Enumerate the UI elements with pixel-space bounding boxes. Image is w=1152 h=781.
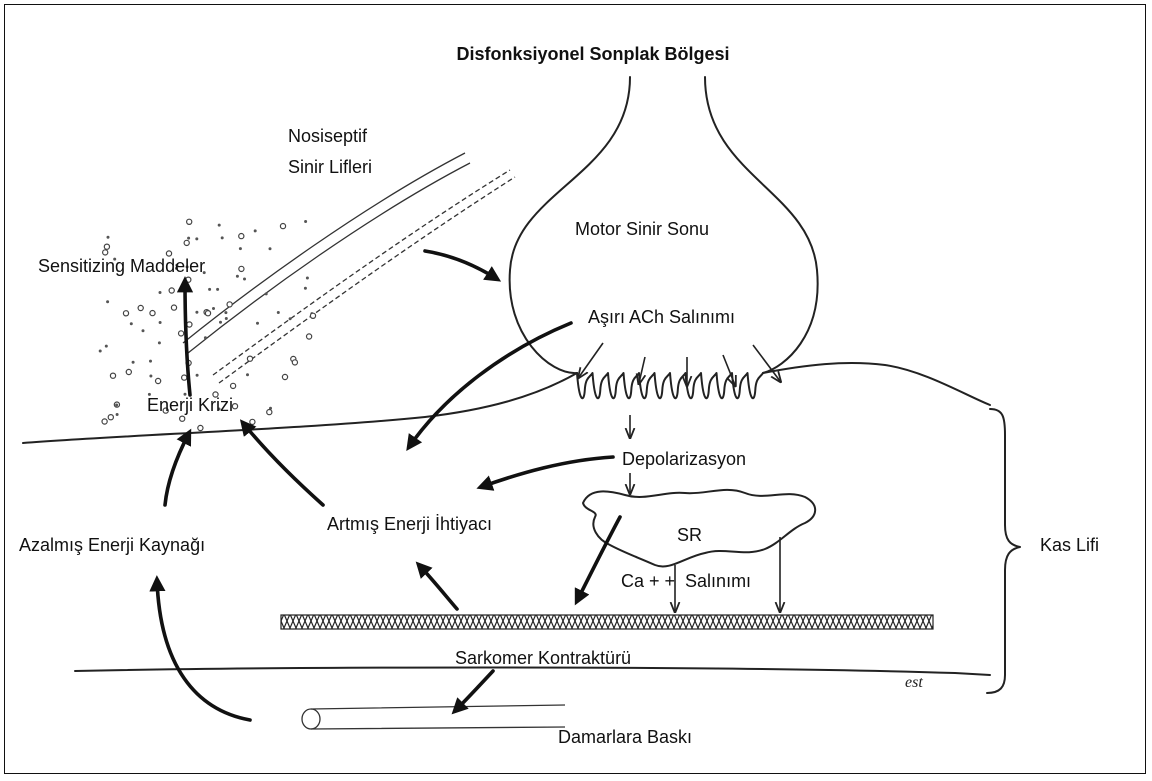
diagram-title: Disfonksiyonel Sonplak Bölgesi — [456, 44, 729, 64]
label-energy-crisis: Enerji Krizi — [147, 395, 233, 415]
sensitizing-dot — [171, 305, 176, 310]
sensitizing-dot — [307, 334, 312, 339]
label-nociceptive-line1: Nosiseptif — [288, 126, 368, 146]
sensitizing-dot — [179, 331, 184, 336]
sensitizing-dot — [224, 311, 227, 314]
label-ach-release: Aşırı ACh Salınımı — [588, 307, 735, 327]
sensitizing-dot — [180, 416, 185, 421]
label-ca-release: Ca + + Salınımı — [621, 571, 751, 591]
diagram-frame: Disfonksiyonel Sonplak Bölgesi — [4, 4, 1146, 774]
sensitizing-dot — [246, 373, 249, 376]
sensitizing-dot — [219, 321, 222, 324]
artist-signature: est — [905, 674, 923, 691]
sensitizing-dot — [132, 361, 135, 364]
label-nociceptive-line2: Sinir Lifleri — [288, 157, 372, 177]
sensitizing-dot — [227, 302, 232, 307]
sensitizing-dot — [115, 404, 118, 407]
sensitizing-dot — [182, 375, 187, 380]
sensitizing-dot — [106, 300, 109, 303]
sensitizing-dot — [265, 292, 268, 295]
sensitizing-dot — [102, 419, 107, 424]
sensitizing-dot — [292, 360, 297, 365]
sensitizing-dot — [269, 247, 272, 250]
sensitizing-dot — [205, 311, 210, 316]
label-motor-ending: Motor Sinir Sonu — [575, 219, 709, 239]
muscle-fiber-brace — [987, 409, 1020, 693]
sensitizing-dot — [138, 305, 143, 310]
sensitizing-dot — [198, 425, 203, 430]
sensitizing-dot — [149, 360, 152, 363]
sensitizing-dot — [196, 374, 199, 377]
sensitizing-dot — [123, 311, 128, 316]
sensitizing-dot — [159, 321, 162, 324]
label-sarcomere: Sarkomer Kontraktürü — [455, 648, 631, 668]
sensitizing-dot — [126, 369, 131, 374]
sensitizing-dot — [187, 219, 192, 224]
sensitizing-dot — [130, 322, 133, 325]
sensitizing-dot — [282, 374, 287, 379]
sensitizing-dot — [280, 224, 285, 229]
sensitizing-dot — [277, 311, 280, 314]
sensitizing-dot — [247, 356, 252, 361]
label-depolarization: Depolarizasyon — [622, 449, 746, 469]
label-reduced-supply: Azalmış Enerji Kaynağı — [19, 535, 205, 555]
sensitizing-dot — [208, 288, 211, 291]
blood-vessel — [302, 705, 565, 729]
sensitizing-dot — [195, 237, 198, 240]
sensitizing-dot — [187, 322, 192, 327]
sensitizing-dot — [239, 266, 244, 271]
sensitizing-dot — [218, 224, 221, 227]
sensitizing-dot — [156, 378, 161, 383]
sensitizing-dot — [158, 341, 161, 344]
sensitizing-dot — [225, 317, 228, 320]
sensitizing-dot — [103, 250, 108, 255]
sensitizing-dot — [110, 373, 115, 378]
sensitizing-dot — [250, 419, 255, 424]
sensitizing-dot — [108, 415, 113, 420]
sensitizing-dot — [267, 410, 272, 415]
sensitizing-dot — [254, 229, 257, 232]
sensitizing-dot — [212, 307, 215, 310]
sensitizing-dot — [216, 288, 219, 291]
sensitizing-dot — [184, 240, 189, 245]
label-sr: SR — [677, 525, 702, 545]
sensitizing-dot — [310, 313, 315, 318]
sensitizing-dot — [149, 375, 152, 378]
sensitizing-dot — [304, 287, 307, 290]
label-muscle-fiber: Kas Lifi — [1040, 535, 1099, 555]
sarcomere-band — [281, 615, 933, 629]
nociceptive-nerve-fibers — [183, 153, 515, 383]
sensitizing-dot — [150, 311, 155, 316]
label-increased-demand: Artmış Enerji İhtiyacı — [327, 514, 492, 534]
sensitizing-dot — [256, 322, 259, 325]
sensitizing-dot — [231, 383, 236, 388]
label-vessel-compression: Damarlara Baskı — [558, 727, 692, 747]
sensitizing-dot — [104, 244, 109, 249]
muscle-fiber-lower-membrane — [75, 668, 990, 676]
sensitizing-dot — [107, 236, 110, 239]
sensitizing-dot — [142, 329, 145, 332]
sensitizing-dot — [99, 350, 102, 353]
synaptic-folds — [577, 373, 763, 398]
sensitizing-dot — [116, 413, 119, 416]
sensitizing-dot — [187, 237, 190, 240]
sensitizing-dot — [239, 247, 242, 250]
label-sensitizing: Sensitizing Maddeler — [38, 256, 205, 276]
sensitizing-dot — [221, 236, 224, 239]
sensitizing-dot — [236, 275, 239, 278]
sensitizing-dot — [304, 220, 307, 223]
sensitizing-dot — [159, 291, 162, 294]
sensitizing-dot — [195, 311, 198, 314]
sensitizing-dot — [169, 288, 174, 293]
sensitizing-dot — [306, 277, 309, 280]
sensitizing-dot — [239, 234, 244, 239]
sensitizing-dot — [105, 345, 108, 348]
diagram-canvas: Disfonksiyonel Sonplak Bölgesi — [5, 5, 1147, 775]
sensitizing-dot — [204, 336, 207, 339]
sensitizing-dot — [243, 278, 246, 281]
sensitizing-dot — [232, 404, 237, 409]
sensitizing-dot — [289, 317, 292, 320]
